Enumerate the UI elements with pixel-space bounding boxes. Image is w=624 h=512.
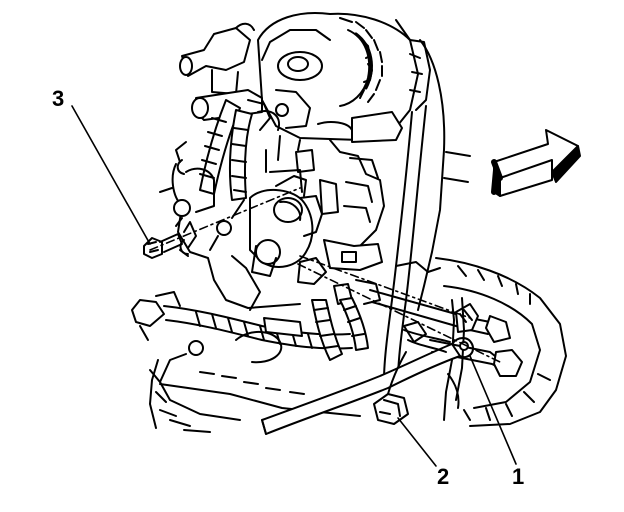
mounting-bolt xyxy=(143,217,197,259)
callout-label-3: 3 xyxy=(52,86,65,111)
crankshaft-pulley xyxy=(395,257,567,427)
coolant-hose-assembly xyxy=(249,149,323,277)
lower-harness-rail xyxy=(131,291,361,433)
alignment-lines xyxy=(149,187,501,363)
leader-line-1 xyxy=(469,355,517,465)
callout-label-2: 2 xyxy=(437,464,450,489)
bolt-clips xyxy=(176,159,189,255)
leader-line-3 xyxy=(71,105,151,245)
callout-label-1: 1 xyxy=(512,464,525,489)
upper-hoses xyxy=(179,22,280,131)
right-mounting-bolts xyxy=(369,289,523,377)
wiring-harness-center xyxy=(311,297,369,361)
harness-connector xyxy=(373,351,409,425)
alternator xyxy=(257,12,431,143)
leader-lines xyxy=(71,105,517,467)
leader-line-2 xyxy=(397,417,437,467)
wiring-harness-left xyxy=(199,99,253,201)
drive-belt xyxy=(383,39,471,381)
engine-block xyxy=(159,135,385,311)
forward-arrow-icon xyxy=(491,129,581,197)
